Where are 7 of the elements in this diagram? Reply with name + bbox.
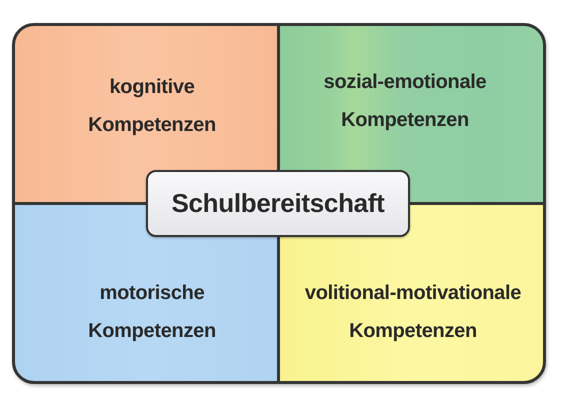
quadrant-title: sozial-emotionale Kompetenzen — [323, 70, 487, 133]
quadrant-title: motorische Kompetenzen — [88, 281, 216, 344]
quadrant-title: kognitive Kompetenzen — [88, 75, 216, 138]
center-box — [146, 170, 410, 237]
outer-frame — [12, 23, 546, 384]
center-title: Schulbereitschaft — [171, 188, 385, 219]
quadrant-title: volitional-motivationale Kompetenzen — [304, 281, 522, 344]
